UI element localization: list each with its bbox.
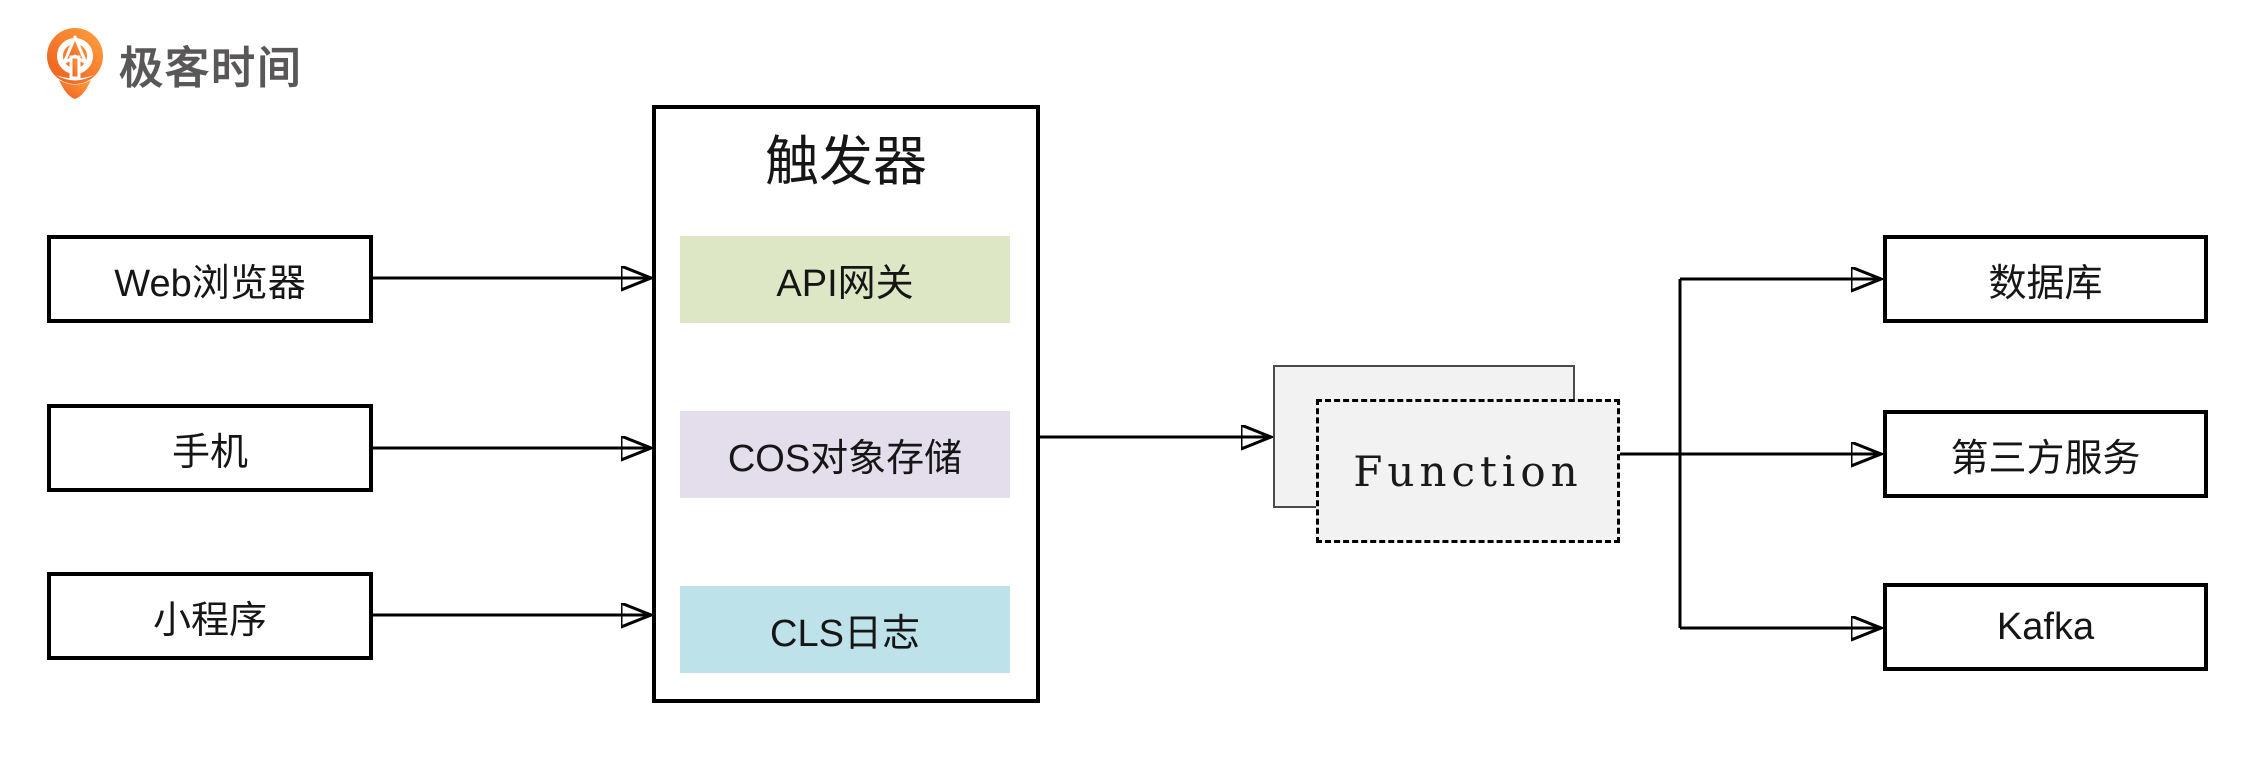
trigger-title: 触发器: [765, 132, 927, 192]
trigger-box: 触发器 API网关 COS对象存储 CLS日志: [652, 105, 1040, 703]
function-box-front: Function: [1316, 399, 1620, 543]
target-box-third-party-service: 第三方服务: [1883, 410, 2208, 498]
geektime-logo-text: 极客时间: [119, 44, 303, 93]
target-box-database: 数据库: [1883, 235, 2208, 323]
target-box-kafka: Kafka: [1883, 583, 2208, 671]
source-box-mini-program: 小程序: [47, 572, 373, 660]
source-box-web-browser: Web浏览器: [47, 235, 373, 323]
source-box-phone: 手机: [47, 404, 373, 492]
trigger-item-api-gateway: API网关: [680, 236, 1010, 323]
function-label: Function: [1353, 446, 1583, 496]
trigger-item-cls-log: CLS日志: [680, 586, 1010, 673]
trigger-item-cos-object-storage: COS对象存储: [680, 411, 1010, 498]
geektime-logo-icon: [47, 28, 103, 99]
geektime-logo: 极客时间: [45, 28, 303, 100]
